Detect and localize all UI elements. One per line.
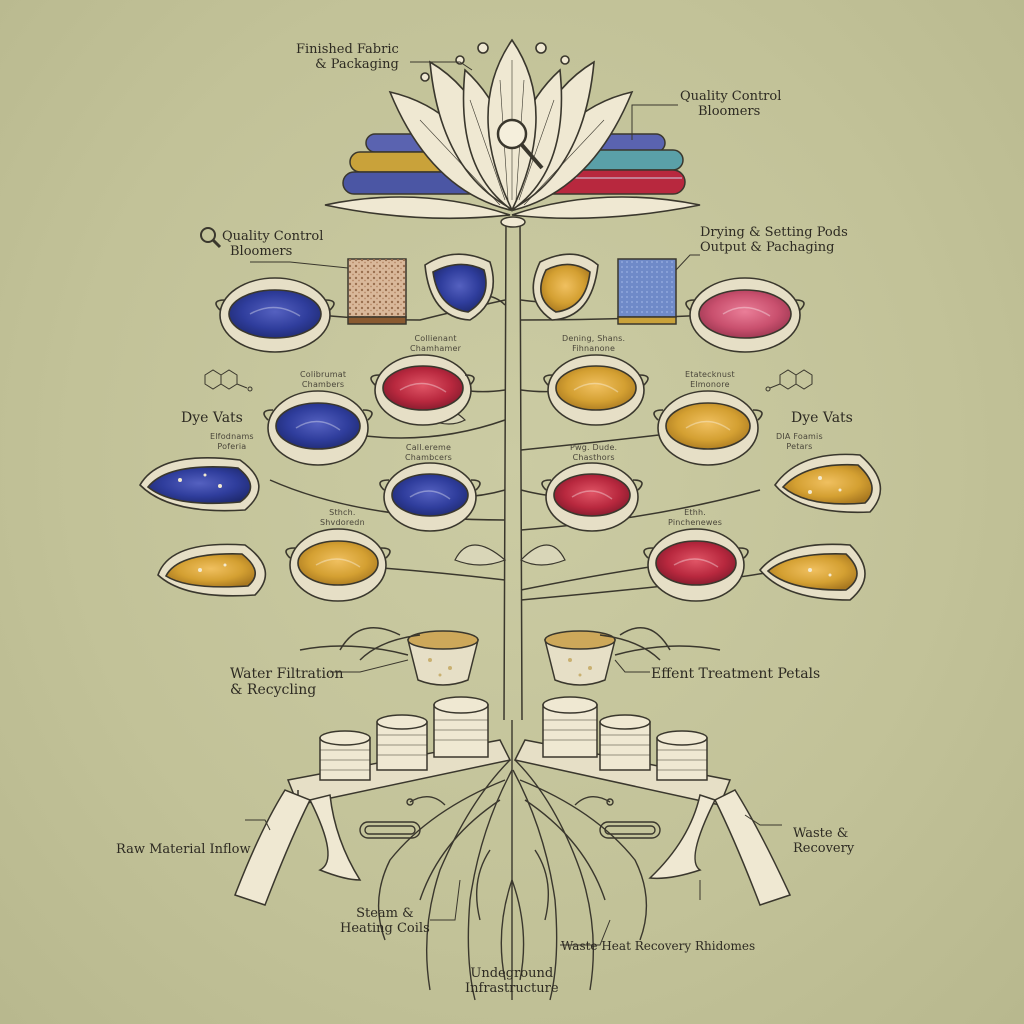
- pod-gold-right-low: [758, 543, 866, 601]
- small-label-line: Etatecknust: [685, 370, 735, 379]
- label-dye-vats-right: Dye Vats: [791, 410, 853, 426]
- label-line: Output & Pachaging: [700, 239, 835, 255]
- small-label-line: Elmonore: [690, 380, 730, 389]
- small-label-line: Collienant: [414, 334, 457, 343]
- small-label: Collienant Chamhamer: [410, 334, 461, 354]
- label-line: Heating Coils: [340, 920, 430, 936]
- small-label: DIA Foamis Petars: [776, 432, 823, 452]
- label-steam-heating: Steam & Heating Coils: [340, 906, 430, 937]
- drying-pods: [139, 253, 882, 601]
- filtration-cups: [299, 627, 721, 686]
- label-water-filtration: Water Filtration & Recycling: [230, 666, 343, 698]
- small-label: Elfodnams Poferia: [210, 432, 254, 452]
- small-label: Colibrumat Chambers: [300, 370, 346, 390]
- small-label-line: Colibrumat: [300, 370, 347, 379]
- label-line: Finished Fabric: [296, 42, 399, 57]
- small-label-line: Fihnanone: [572, 344, 616, 353]
- label-line: Quality Control: [680, 89, 782, 104]
- vat-blue-3: [379, 462, 481, 532]
- small-label-line: Chambers: [301, 380, 345, 389]
- label-qc-bloomers-left: Quality Control Bloomers: [222, 229, 324, 260]
- label-underground: Undeground Infrastructure: [465, 966, 559, 997]
- label-qc-bloomers-top: Quality Control Bloomers: [680, 89, 782, 120]
- vat-gold-2: [653, 390, 763, 466]
- molecule-icon: [204, 369, 813, 392]
- label-line: Quality Control: [222, 229, 324, 244]
- label-finished-fabric: Finished Fabric & Packaging: [296, 42, 399, 73]
- leader-lines: [245, 61, 782, 946]
- small-label-line: Call.ereme: [405, 443, 452, 452]
- label-waste-heat: Waste Heat Recovery Rhidomes: [561, 939, 756, 953]
- label-dye-vats-left: Dye Vats: [181, 410, 243, 426]
- small-label-line: Chasthors: [572, 453, 615, 462]
- label-line: & Packaging: [315, 56, 399, 72]
- small-label: Pwg. Dude. Chasthors: [570, 443, 617, 463]
- label-line: Drying & Setting Pods: [700, 225, 848, 240]
- small-label-line: Ethh.: [684, 508, 707, 517]
- swatch-blue: [617, 258, 677, 318]
- yarn-spools: [286, 696, 732, 806]
- small-label-line: Chamhamer: [410, 344, 462, 353]
- small-label-line: Elfodnams: [210, 432, 254, 441]
- pod-blue-left: [139, 457, 260, 512]
- small-label-line: Pinchenewes: [668, 518, 723, 527]
- vat-pink-1: [685, 277, 805, 353]
- small-label: Etatecknust Elmonore: [685, 370, 735, 390]
- label-line: & Recycling: [230, 682, 317, 699]
- vat-red-1: [370, 354, 475, 426]
- small-label-line: Petars: [786, 442, 813, 451]
- label-raw-material: Raw Material Inflow: [116, 842, 251, 857]
- small-label-line: Chambcers: [405, 453, 453, 462]
- vat-blue-1: [215, 277, 335, 353]
- vat-gold-1: [543, 354, 649, 426]
- heating-coils: [359, 796, 661, 839]
- small-label-line: Poferia: [217, 442, 247, 451]
- label-effluent-treatment: Effent Treatment Petals: [651, 666, 821, 682]
- pod-gold-left-low: [157, 543, 267, 597]
- dye-vat-bowls: [215, 277, 805, 602]
- label-line: Recovery: [793, 840, 855, 856]
- small-label-line: DIA Foamis: [776, 432, 823, 441]
- pod-gold-top: [532, 253, 599, 321]
- label-line: Undeground: [470, 966, 554, 981]
- vat-blue-2: [263, 390, 373, 466]
- label-line: Water Filtration: [230, 666, 344, 682]
- label-line: Waste &: [793, 826, 849, 841]
- small-label: Ethh. Pinchenewes: [668, 508, 722, 528]
- pod-blue-top: [424, 253, 494, 321]
- label-line: Bloomers: [230, 243, 293, 259]
- vat-red-2: [541, 462, 643, 532]
- small-label-line: Sthch.: [329, 508, 356, 517]
- magnifier-icon: [496, 118, 544, 170]
- small-label-line: Shvdoredn: [320, 518, 365, 527]
- vat-red-3: [643, 528, 749, 602]
- label-line: Bloomers: [698, 103, 761, 119]
- label-drying-setting: Drying & Setting Pods Output & Pachaging: [700, 225, 848, 256]
- small-label: Sthch. Shvdoredn: [320, 508, 365, 528]
- magnifier-icon: [200, 227, 222, 249]
- label-waste-recovery: Waste & Recovery: [793, 826, 855, 857]
- pod-gold-right: [773, 453, 882, 514]
- small-label-line: Pwg. Dude.: [570, 443, 618, 452]
- roots: [377, 720, 648, 1001]
- vat-gold-3: [285, 528, 391, 602]
- small-label: Dening, Shans. Fihnanone: [562, 334, 625, 354]
- label-line: Infrastructure: [465, 980, 559, 996]
- small-label: Call.ereme Chambcers: [405, 443, 452, 463]
- label-line: Steam &: [356, 906, 414, 921]
- lotus-flower: [324, 38, 701, 220]
- small-label-line: Dening, Shans.: [562, 334, 626, 343]
- fabric-swatches: [347, 258, 677, 325]
